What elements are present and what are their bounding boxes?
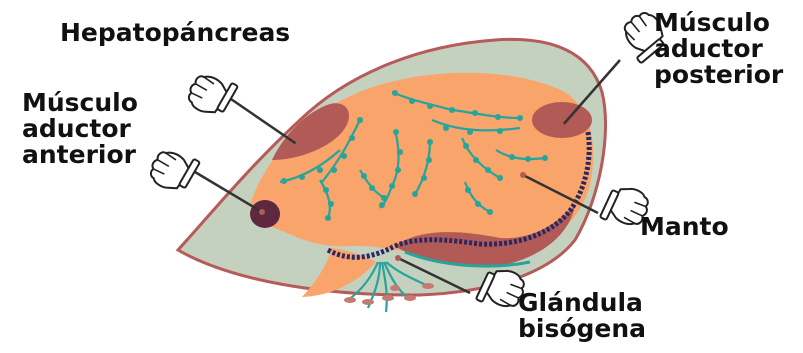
pointing-hand-icon <box>145 142 200 197</box>
pointer-hepatopancreas <box>228 97 301 148</box>
label-posterior-adductor: Músculo aductor posterior <box>654 10 783 88</box>
label-mantle: Manto <box>640 214 729 240</box>
label-hepatopancreas: Hepatopáncreas <box>60 20 290 46</box>
pointing-hand-icon <box>183 66 238 121</box>
anterior-adductor-muscle <box>250 200 280 228</box>
label-byssus-gland: Glándula bisógena <box>518 290 646 342</box>
label-anterior-adductor: Músculo aductor anterior <box>22 90 138 168</box>
posterior-adductor-muscle <box>532 102 592 138</box>
